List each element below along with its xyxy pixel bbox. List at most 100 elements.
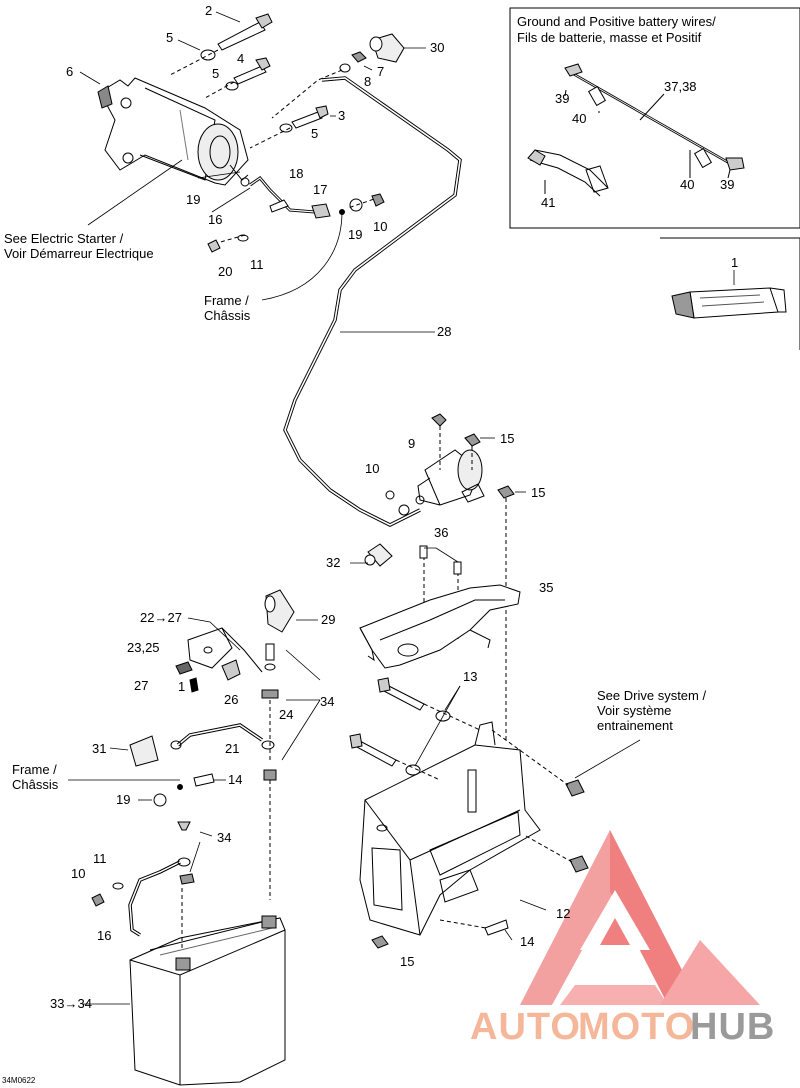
callout-27: 27 bbox=[134, 678, 149, 693]
callout-17: 17 bbox=[313, 182, 328, 197]
starter-motor bbox=[97, 77, 249, 186]
callout-35: 35 bbox=[539, 580, 554, 595]
callout-10c: 10 bbox=[71, 866, 86, 881]
note-drive-3: entrainement bbox=[597, 718, 673, 733]
bolt-14a bbox=[193, 773, 215, 787]
callout-22-27: 22→27 bbox=[140, 610, 182, 625]
inset-label-37-38: 37,38 bbox=[664, 79, 697, 94]
callout-20: 20 bbox=[218, 264, 233, 279]
leader-34b bbox=[189, 831, 213, 873]
washer-11a bbox=[237, 234, 249, 242]
pin-36a bbox=[419, 545, 428, 559]
inset-ground-wires-frame bbox=[509, 7, 800, 229]
inset-ground-wires-art bbox=[527, 63, 745, 197]
inset-tube-label: 1 bbox=[731, 255, 739, 270]
inset-label-39b: 39 bbox=[720, 177, 735, 192]
note-drive-1: See Drive system / bbox=[597, 688, 707, 703]
bolt-14b bbox=[484, 919, 509, 936]
callout-34b: 34 bbox=[217, 830, 232, 845]
watermark-auto: AUTO bbox=[470, 1006, 581, 1048]
callout-26: 26 bbox=[224, 692, 239, 707]
solenoid-bracket-35 bbox=[359, 584, 521, 669]
nut-15b bbox=[497, 485, 515, 499]
terminal-boot-30 bbox=[369, 33, 405, 63]
callout-15a: 15 bbox=[500, 431, 515, 446]
washer-13b bbox=[405, 764, 421, 776]
callout-34a: 34 bbox=[320, 694, 335, 709]
callout-11b: 11 bbox=[93, 851, 107, 866]
washer-11b bbox=[112, 882, 124, 890]
cable-16-top bbox=[240, 175, 331, 219]
frame-point-bottom bbox=[177, 784, 183, 790]
leader-electric-starter bbox=[87, 159, 183, 226]
note-electric-starter-1: See Electric Starter / bbox=[4, 231, 124, 246]
callout-15c: 15 bbox=[400, 954, 415, 969]
leader-frame-top bbox=[261, 211, 343, 301]
callout-23-25: 23,25 bbox=[127, 640, 160, 655]
callout-19a: 19 bbox=[186, 192, 201, 207]
callout-19c: 19 bbox=[116, 792, 131, 807]
callout-18: 18 bbox=[289, 166, 304, 181]
callout-14b: 14 bbox=[520, 934, 535, 949]
frame-point-top bbox=[339, 209, 345, 215]
bolt-13a bbox=[377, 677, 425, 711]
nut-10b bbox=[385, 490, 395, 500]
inset-label-40a: 40 bbox=[572, 111, 587, 126]
drive-nut-a bbox=[565, 779, 585, 797]
nut-top-solenoid bbox=[431, 413, 447, 427]
terminal-cover-31 bbox=[129, 735, 159, 767]
nut-10a bbox=[371, 193, 385, 207]
inset-label-40b: 40 bbox=[680, 177, 695, 192]
screw-20 bbox=[207, 239, 221, 253]
washer-8 bbox=[339, 63, 351, 73]
fuse-1 bbox=[189, 677, 199, 693]
callout-5b: 5 bbox=[212, 66, 220, 81]
hardware-stack-34 bbox=[261, 643, 279, 781]
callout-28: 28 bbox=[437, 324, 452, 339]
callout-14a: 14 bbox=[228, 772, 243, 787]
lubricant-tube-1 bbox=[671, 270, 787, 319]
callout-7: 7 bbox=[377, 64, 385, 79]
leader-drive-system bbox=[574, 739, 641, 779]
positive-cable-28 bbox=[283, 76, 462, 527]
bolt-3 bbox=[291, 105, 329, 129]
note-drive-2: Voir système bbox=[597, 703, 672, 718]
callout-33-34: 33→34 bbox=[50, 996, 92, 1011]
bolt-17 bbox=[269, 199, 289, 213]
inset-tube-frame bbox=[660, 237, 800, 350]
watermark-moto: MOTO bbox=[578, 1006, 696, 1048]
callout-24: 24 bbox=[279, 707, 294, 722]
callout-36: 36 bbox=[434, 525, 449, 540]
callout-30: 30 bbox=[430, 40, 445, 55]
callout-5c: 5 bbox=[311, 126, 319, 141]
inset-title-line1: Ground and Positive battery wires/ bbox=[517, 14, 716, 29]
callout-leaders bbox=[79, 11, 547, 941]
nut-15a bbox=[464, 433, 481, 447]
callout-11a: 11 bbox=[250, 257, 264, 272]
washer-5c bbox=[279, 123, 293, 133]
callout-16b: 16 bbox=[97, 928, 112, 943]
note-frame-bottom-1: Frame / bbox=[12, 762, 57, 777]
assembly-lines-box bbox=[395, 703, 573, 929]
callout-32: 32 bbox=[326, 555, 341, 570]
callout-31: 31 bbox=[92, 741, 107, 756]
watermark-triangle bbox=[520, 830, 760, 1005]
pin-36b bbox=[453, 561, 462, 575]
bolt-2 bbox=[217, 13, 273, 51]
terminal-boot-32 bbox=[364, 543, 393, 567]
callout-8: 8 bbox=[364, 74, 372, 89]
callout-21: 21 bbox=[225, 741, 240, 756]
callout-10b: 10 bbox=[365, 461, 380, 476]
battery-nut-34b bbox=[179, 873, 195, 885]
battery-33 bbox=[129, 915, 286, 1086]
drawing-code: 34M0622 bbox=[2, 1076, 36, 1085]
inset-label-41: 41 bbox=[541, 195, 556, 210]
solenoid-9 bbox=[398, 449, 485, 516]
terminal-boot-29 bbox=[264, 589, 295, 633]
note-electric-starter-2: Voir Démarreur Electrique bbox=[4, 246, 154, 261]
note-frame-bottom-2: Châssis bbox=[12, 777, 59, 792]
nut-7 bbox=[351, 51, 367, 63]
nut-10c bbox=[91, 893, 105, 907]
callout-2: 2 bbox=[205, 3, 213, 18]
